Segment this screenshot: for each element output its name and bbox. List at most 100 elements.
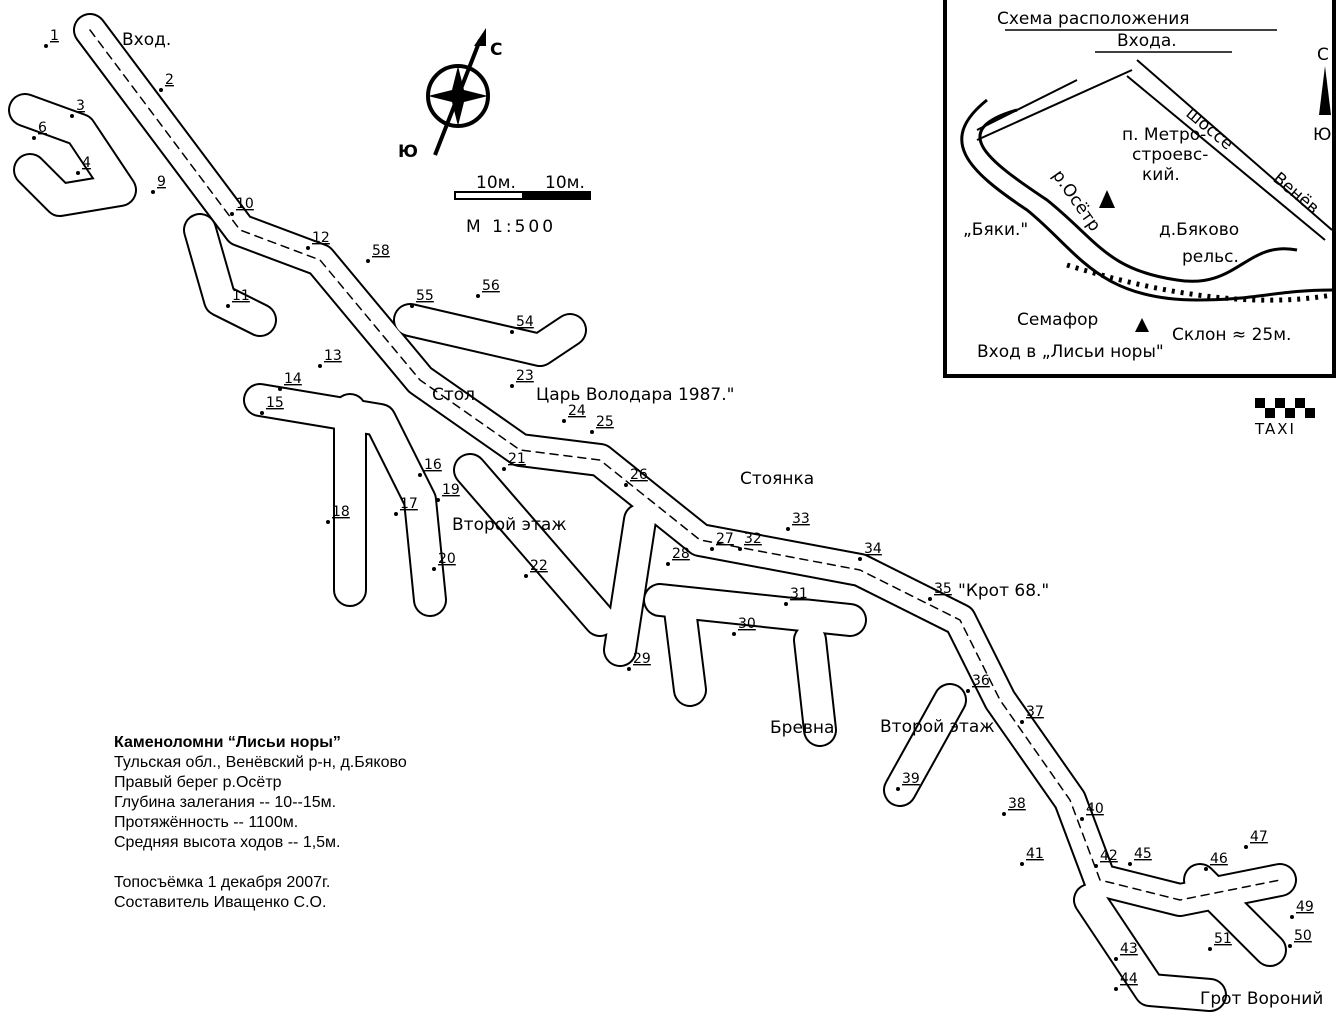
survey-point-50: 50 bbox=[1294, 928, 1312, 944]
survey-point-15: 15 bbox=[266, 395, 284, 411]
survey-point-54: 54 bbox=[516, 314, 534, 330]
survey-point-marker bbox=[1208, 947, 1212, 951]
svg-text:д.Бяково: д.Бяково bbox=[1159, 220, 1239, 240]
survey-point-marker bbox=[896, 787, 900, 791]
survey-point-marker bbox=[326, 520, 330, 524]
map-labels: Вход. Стол Царь Володара 1987." Стоянка … bbox=[122, 30, 1323, 1009]
survey-point-6: 6 bbox=[38, 120, 47, 136]
svg-text:строевс-: строевс- bbox=[1132, 145, 1208, 165]
survey-point-25: 25 bbox=[596, 414, 614, 430]
survey-point-46: 46 bbox=[1210, 851, 1228, 867]
survey-point-marker bbox=[1080, 817, 1084, 821]
svg-text:10м.: 10м. bbox=[476, 173, 516, 193]
survey-point-marker bbox=[732, 632, 736, 636]
survey-point-marker bbox=[1020, 862, 1024, 866]
survey-point-38: 38 bbox=[1008, 796, 1026, 812]
survey-point-marker bbox=[710, 547, 714, 551]
inset-title: Схема расположения bbox=[997, 9, 1190, 29]
survey-point-34: 34 bbox=[864, 541, 882, 557]
survey-point-marker bbox=[260, 411, 264, 415]
survey-point-marker bbox=[432, 567, 436, 571]
svg-text:Семафор: Семафор bbox=[1017, 310, 1098, 330]
label-grotto: Грот Вороний bbox=[1200, 989, 1323, 1009]
survey-point-marker bbox=[278, 387, 282, 391]
survey-point-marker bbox=[418, 473, 422, 477]
survey-point-44: 44 bbox=[1120, 971, 1138, 987]
survey-point-47: 47 bbox=[1250, 829, 1268, 845]
survey-point-29: 29 bbox=[633, 651, 651, 667]
survey-point-marker bbox=[1020, 720, 1024, 724]
survey-point-32: 32 bbox=[744, 531, 762, 547]
compass: С Ю bbox=[398, 28, 502, 162]
survey-point-26: 26 bbox=[630, 467, 648, 483]
legend-line: Тульская обл., Венёвский р-н, д.Бяково bbox=[114, 754, 407, 771]
survey-point-marker bbox=[76, 171, 80, 175]
survey-point-marker bbox=[666, 562, 670, 566]
compass-north: С bbox=[490, 40, 502, 60]
legend-line: Глубина залегания -- 10--15м. bbox=[114, 794, 337, 811]
survey-point-marker bbox=[624, 483, 628, 487]
survey-point-43: 43 bbox=[1120, 941, 1138, 957]
label-mole: "Крот 68." bbox=[958, 581, 1049, 601]
inset-subtitle: Входа. bbox=[1117, 31, 1177, 51]
survey-point-49: 49 bbox=[1296, 899, 1314, 915]
map-legend: Каменоломни “Лисьи норы” Тульская обл., … bbox=[114, 733, 407, 913]
entrance-label: Вход. bbox=[122, 30, 171, 50]
label-tsar: Царь Володара 1987." bbox=[536, 385, 734, 405]
survey-point-marker bbox=[44, 44, 48, 48]
survey-point-marker bbox=[1244, 845, 1248, 849]
survey-point-marker bbox=[510, 384, 514, 388]
survey-point-marker bbox=[230, 212, 234, 216]
survey-point-marker bbox=[928, 597, 932, 601]
survey-point-40: 40 bbox=[1086, 801, 1104, 817]
svg-text:п. Метро-: п. Метро- bbox=[1122, 125, 1206, 145]
survey-point-17: 17 bbox=[400, 496, 418, 512]
survey-point-30: 30 bbox=[738, 616, 756, 632]
svg-text:„Бяки.": „Бяки." bbox=[963, 220, 1028, 240]
survey-point-marker bbox=[394, 512, 398, 516]
survey-point-2: 2 bbox=[165, 72, 174, 88]
survey-point-55: 55 bbox=[416, 288, 434, 304]
survey-point-24: 24 bbox=[568, 403, 586, 419]
svg-text:Склон ≈ 25м.: Склон ≈ 25м. bbox=[1172, 325, 1291, 345]
label-second-floor-1: Второй этаж bbox=[452, 515, 567, 535]
survey-point-marker bbox=[318, 364, 322, 368]
label-second-floor-2: Второй этаж bbox=[880, 717, 995, 737]
survey-point-33: 33 bbox=[792, 511, 810, 527]
scale-ratio: М 1:500 bbox=[466, 217, 556, 237]
survey-point-marker bbox=[524, 574, 528, 578]
compass-south: Ю bbox=[398, 142, 418, 162]
survey-point-31: 31 bbox=[790, 586, 808, 602]
survey-point-36: 36 bbox=[972, 673, 990, 689]
survey-point-19: 19 bbox=[442, 482, 460, 498]
entrance-location-inset: Схема расположения Входа. С Ю п. Метро- … bbox=[943, 0, 1336, 378]
survey-point-3: 3 bbox=[76, 98, 85, 114]
survey-point-marker bbox=[738, 547, 742, 551]
survey-point-marker bbox=[159, 88, 163, 92]
survey-point-marker bbox=[32, 136, 36, 140]
survey-point-marker bbox=[306, 246, 310, 250]
taxi-label: TAXI bbox=[1255, 420, 1296, 438]
survey-point-marker bbox=[1114, 987, 1118, 991]
survey-point-42: 42 bbox=[1100, 848, 1118, 864]
svg-text:Венёв: Венёв bbox=[1269, 169, 1323, 219]
survey-point-marker bbox=[476, 294, 480, 298]
survey-point-14: 14 bbox=[284, 371, 302, 387]
survey-point-marker bbox=[784, 602, 788, 606]
survey-point-marker bbox=[1290, 915, 1294, 919]
legend-line: Протяжённость -- 1100м. bbox=[114, 814, 299, 831]
label-logs: Бревна bbox=[770, 718, 834, 738]
survey-point-marker bbox=[510, 330, 514, 334]
survey-point-marker bbox=[410, 304, 414, 308]
survey-point-marker bbox=[502, 467, 506, 471]
cave-passages bbox=[8, 13, 1297, 1012]
survey-point-marker bbox=[70, 114, 74, 118]
survey-point-37: 37 bbox=[1026, 704, 1044, 720]
survey-point-22: 22 bbox=[530, 558, 548, 574]
svg-text:С: С bbox=[1317, 45, 1329, 65]
survey-point-27: 27 bbox=[716, 531, 734, 547]
survey-point-marker bbox=[436, 498, 440, 502]
survey-point-marker bbox=[627, 667, 631, 671]
survey-point-marker bbox=[366, 259, 370, 263]
survey-point-marker bbox=[590, 430, 594, 434]
